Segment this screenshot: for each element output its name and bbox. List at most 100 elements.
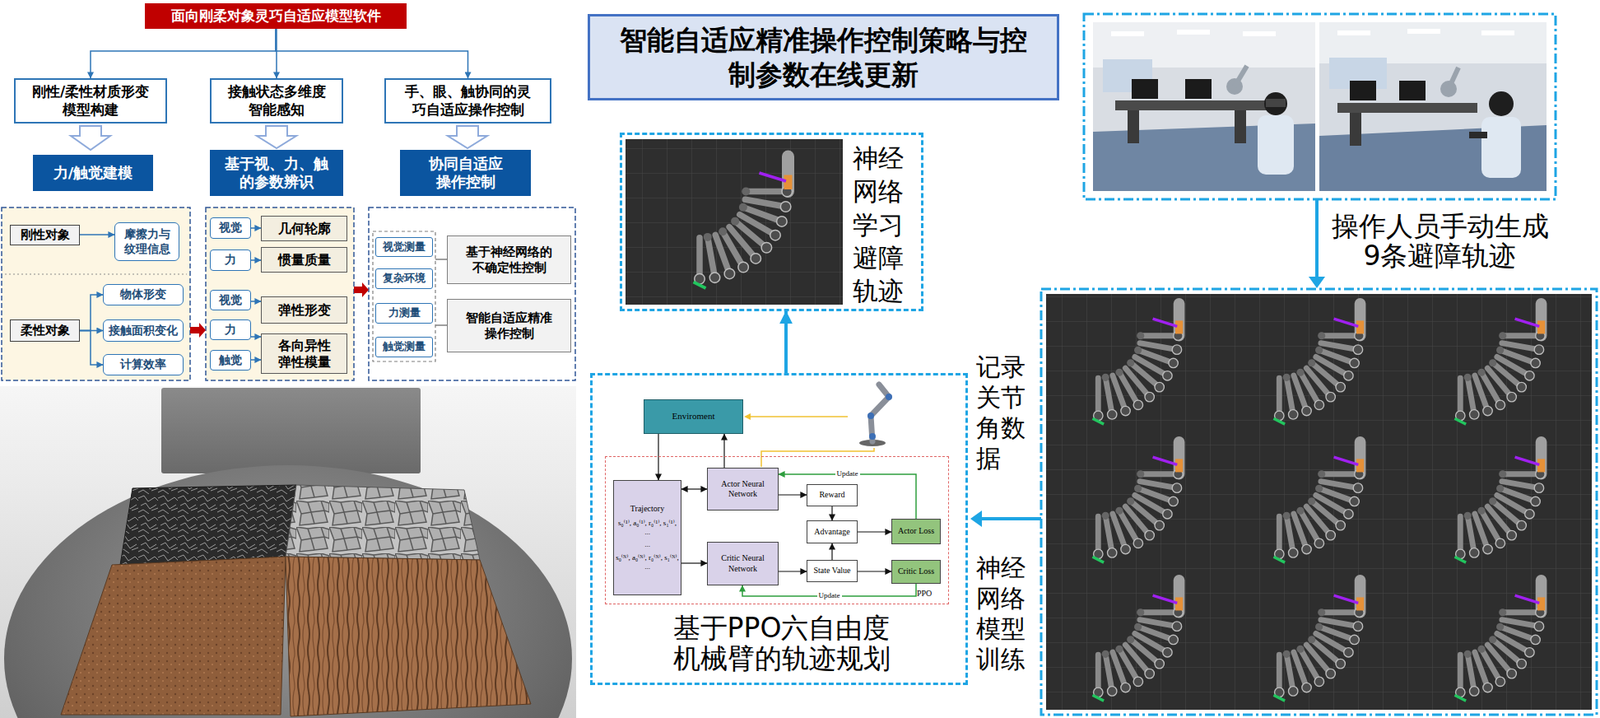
text-holder: 接触状态多维度智能感知 (224, 83, 329, 119)
block-arrow (70, 125, 111, 150)
node-text: 力 (212, 322, 249, 338)
texture-scene (0, 386, 577, 718)
node-text: 力/触觉建模 (37, 163, 149, 183)
method-box: 基于视、力、触的参数辨识 (209, 149, 344, 196)
learned-trajectory-view (693, 156, 793, 289)
node-text: 智能自适应精准操作控制策略与控制参数在线更新 (613, 23, 1034, 92)
lab-photos (1127, 110, 1140, 144)
text-holder: 摩擦力与纹理信息 (120, 227, 174, 256)
group-link (435, 324, 447, 326)
platform (4, 465, 573, 718)
node-text: 刚性/柔性材质形变模型构建 (25, 83, 156, 119)
feedback-line (761, 447, 875, 467)
node-text: 接触状态多维度智能感知 (224, 83, 329, 119)
connector (251, 227, 261, 229)
node-text: 基于视、力、触的参数辨识 (223, 154, 331, 192)
loss-box: Critic Loss (891, 559, 941, 584)
connector (723, 433, 725, 468)
text-holder: Enviroment (646, 410, 740, 423)
node-text: Reward (809, 489, 856, 501)
feedback-line (749, 415, 848, 418)
property-box: 物体形变 (102, 283, 184, 306)
sensor-tag: 力 (209, 319, 252, 340)
text-holder: Trajectorys₀⁽¹⁾, a₀⁽¹⁾, r₀⁽¹⁾, s₁⁽¹⁾, ..… (615, 503, 680, 571)
lab-photos (1399, 80, 1426, 101)
lab-photos (1115, 100, 1272, 111)
connector (857, 570, 892, 572)
text-holder: Critic Loss (893, 566, 939, 577)
title-box: 面向刚柔对象灵巧自适应模型软件 (144, 3, 407, 29)
property-box: 摩擦力与纹理信息 (114, 222, 180, 261)
lab-photos (1131, 79, 1159, 99)
text-holder: 物体形变 (106, 287, 180, 303)
method-box: 协同自适应操作控制 (400, 149, 531, 196)
text-holder: 智能自适应精准操作控制 (460, 310, 559, 342)
text-holder: Actor Neural Network (710, 479, 776, 500)
method-box: 力/触觉建模 (32, 154, 154, 191)
connector (831, 506, 833, 521)
robot-arm-icon (869, 432, 876, 440)
learned-trajectory-view (625, 139, 843, 305)
text-holder: 协同自适应操作控制 (424, 154, 507, 192)
node-text: 物体形变 (106, 287, 180, 303)
text-holder: 复杂环境 (377, 271, 431, 285)
text-holder: 弹性形变 (274, 302, 334, 319)
measurement-tag: 力测量 (375, 302, 433, 324)
trajectory-grid (1273, 580, 1364, 701)
object-box: 柔性对象 (9, 319, 80, 342)
object-box: 刚性对象 (9, 224, 80, 246)
text-holder: 力测量 (377, 306, 431, 320)
text-holder: 视觉测量 (377, 240, 431, 254)
node-text: 几何轮廓 (265, 220, 344, 238)
group-link (435, 258, 447, 261)
node-text: s₀⁽ᴺ⁾, a₀⁽ᴺ⁾, r₀⁽ᴺ⁾, s₁⁽ᴺ⁾, ... (615, 553, 680, 572)
text-holder: Advantage (809, 526, 856, 538)
trajectory-grid (1273, 303, 1364, 424)
trajectory-grid (1041, 288, 1597, 715)
edge-label: Update (817, 591, 842, 600)
trajectory-grid (1454, 580, 1545, 701)
robot-arm-icon (859, 384, 893, 447)
parameter-box: 几何轮廓 (260, 215, 348, 242)
node-text: Actor Loss (893, 525, 939, 537)
operator-figure (1264, 92, 1288, 116)
lab-photos (1265, 98, 1286, 107)
connector (275, 28, 469, 79)
node-text: ... (615, 539, 680, 549)
property-box: 计算效率 (102, 353, 184, 376)
wood-sample (285, 556, 531, 717)
red-arrow (353, 282, 369, 298)
measurement-tag: 复杂环境 (375, 268, 433, 289)
text-holder: 智能自适应精准操作控制策略与控制参数在线更新 (613, 23, 1034, 92)
lab-photos (1111, 31, 1145, 37)
lab-photos (1234, 110, 1247, 144)
operator-figure (1481, 116, 1521, 178)
node-text: 柔性对象 (12, 322, 78, 339)
connector (831, 543, 833, 560)
robot-arm-icon (870, 384, 889, 442)
robot-arm-icon (867, 412, 875, 419)
measurement-tag: 视觉测量 (375, 237, 433, 257)
lab-photos (1176, 29, 1210, 35)
text-holder: 面向刚柔对象灵巧自适应模型软件 (148, 7, 404, 25)
lab-photos (1093, 22, 1316, 191)
flow-arrow (1315, 200, 1319, 278)
text-holder: 力 (212, 252, 249, 268)
control-panel (368, 207, 576, 381)
ppo-frame: PPOTrajectorys₀⁽¹⁾, a₀⁽¹⁾, r₀⁽¹⁾, s₁⁽¹⁾,… (604, 455, 949, 605)
text-holder: 惯量质量 (265, 251, 344, 269)
connector (778, 474, 917, 519)
node-text: 力 (212, 252, 249, 268)
modeling-panel (1, 207, 191, 381)
separator-line (4, 273, 187, 275)
flow-arrow (981, 516, 1042, 521)
block-arrow (70, 125, 488, 150)
node-text: 手、眼、触协同的灵巧自适应操作控制 (399, 83, 537, 119)
connector (784, 311, 788, 373)
text-holder: 视觉 (212, 293, 249, 308)
node-text: 触觉测量 (377, 339, 431, 354)
trajectory-grid (1092, 580, 1183, 701)
sensor-tag: 力 (209, 249, 252, 271)
lab-photos (1337, 102, 1478, 113)
